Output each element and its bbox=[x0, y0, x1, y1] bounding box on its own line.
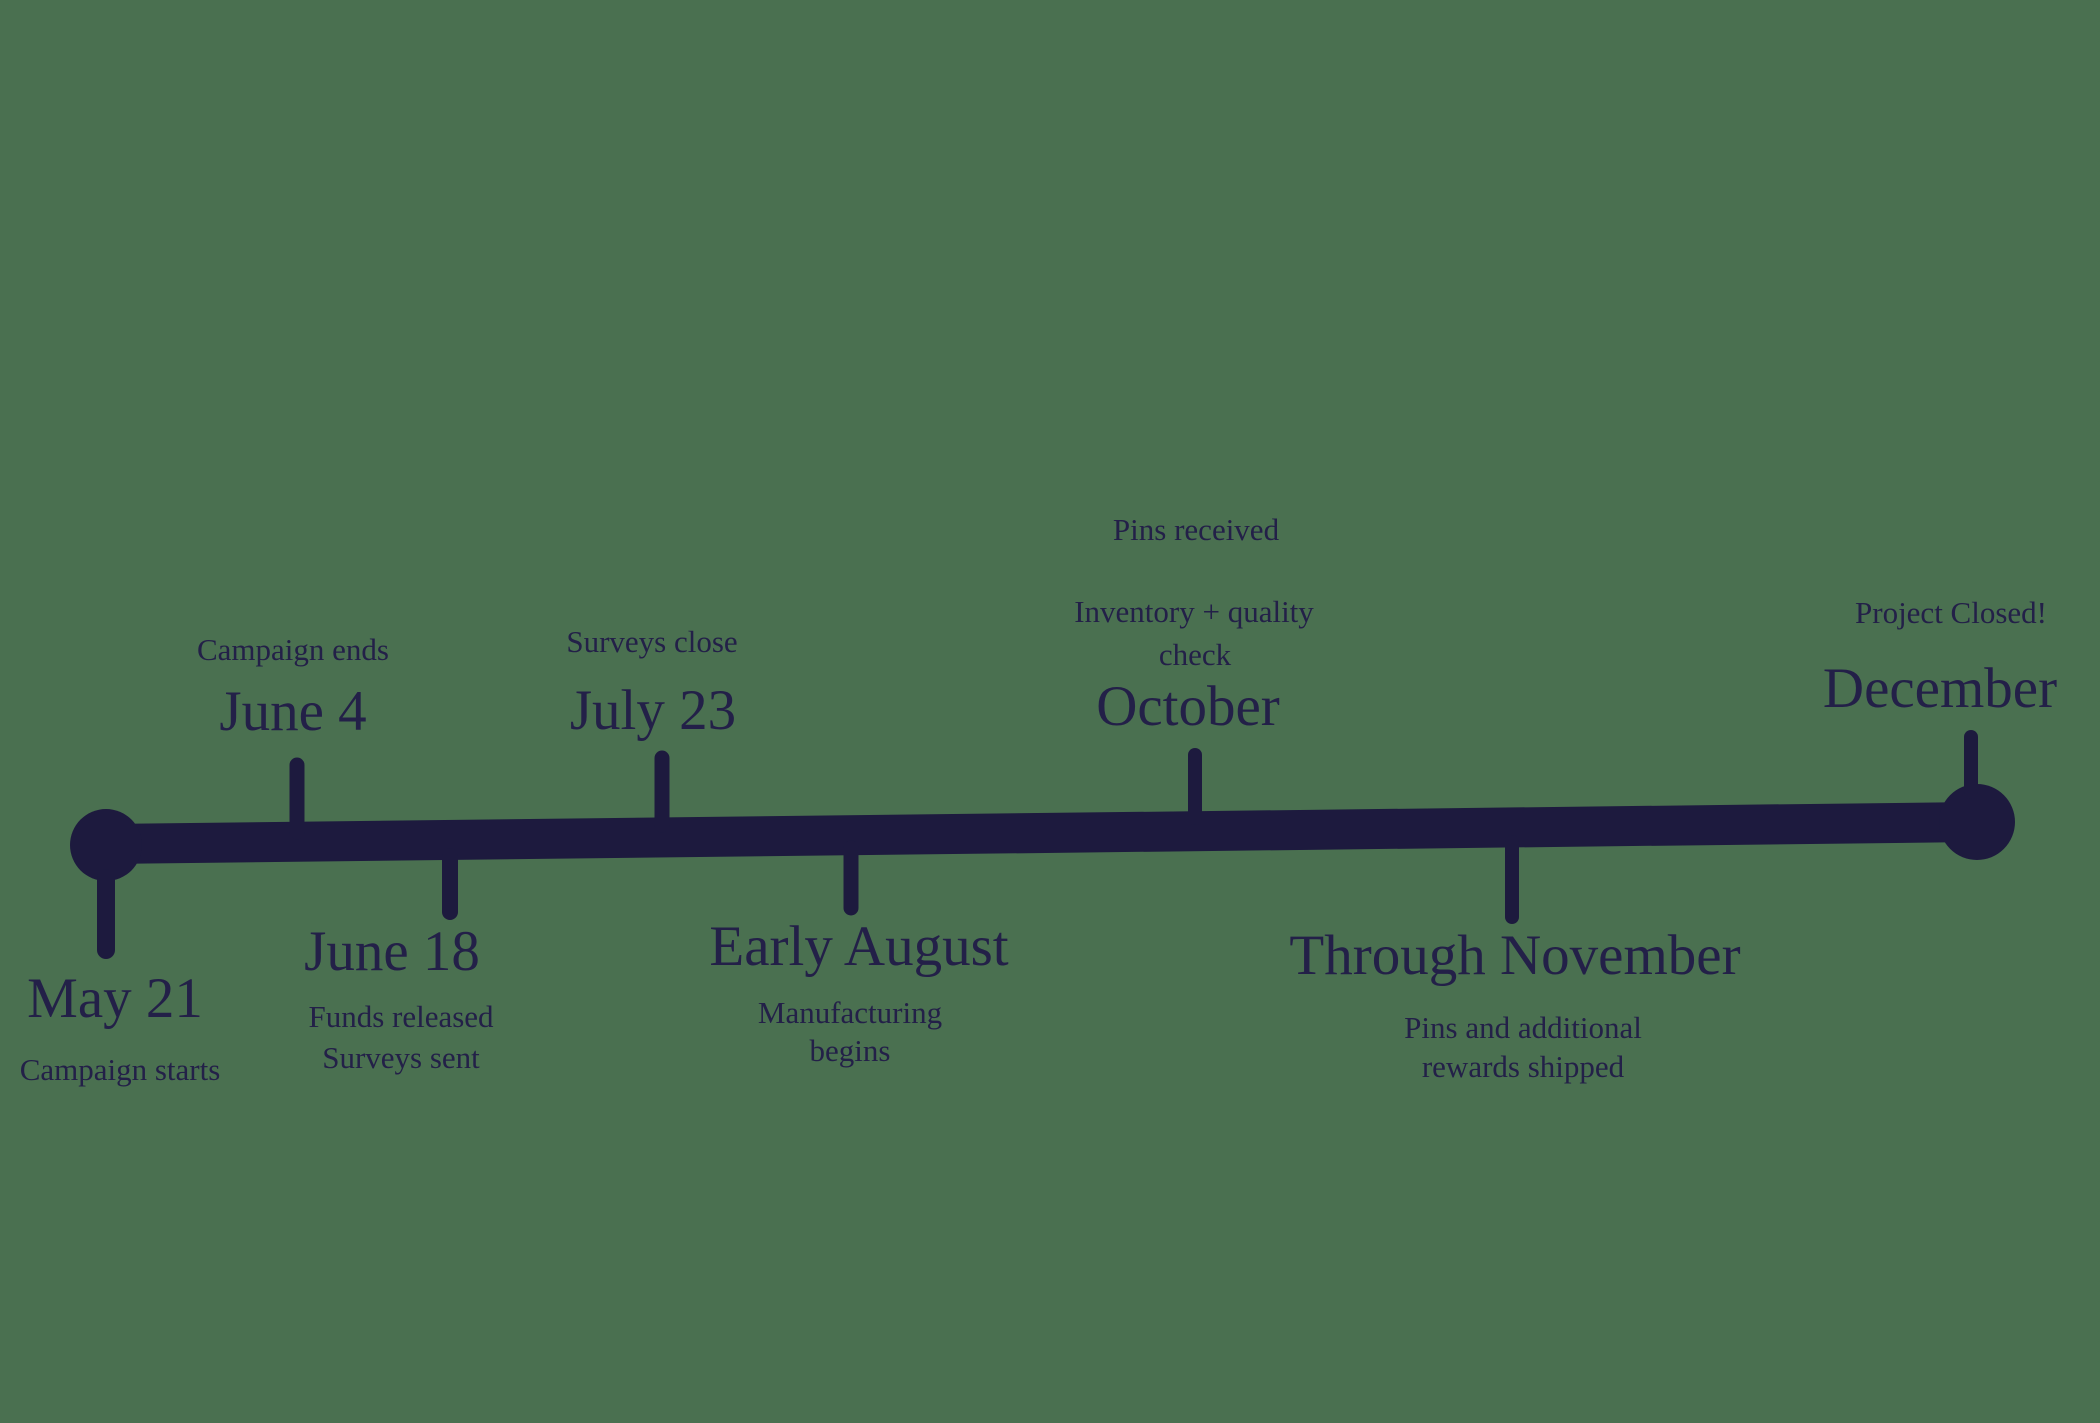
event-june-18-date: June 18 bbox=[304, 920, 480, 983]
event-october-caption-3: check bbox=[1158, 637, 1232, 672]
event-october-caption-1: Pins received bbox=[1112, 512, 1280, 547]
event-june-4-date: June 4 bbox=[219, 680, 367, 743]
event-july-23-date: July 23 bbox=[569, 679, 737, 742]
timeline-end-dot bbox=[1939, 784, 2015, 860]
event-through-november-caption-2: rewards shipped bbox=[1421, 1049, 1625, 1084]
event-december-date: December bbox=[1822, 657, 2058, 720]
event-may-21-caption: Campaign starts bbox=[19, 1052, 221, 1087]
event-through-november-date: Through November bbox=[1289, 924, 1741, 987]
event-early-august-caption-2: begins bbox=[809, 1033, 891, 1068]
event-june-18-caption-2: Surveys sent bbox=[322, 1040, 480, 1075]
event-through-november-caption-1: Pins and additional bbox=[1404, 1010, 1642, 1045]
event-early-august-caption-1: Manufacturing bbox=[757, 995, 943, 1030]
event-june-18-caption-1: Funds released bbox=[308, 999, 494, 1034]
event-june-4-caption: Campaign ends bbox=[197, 632, 389, 667]
event-december-caption: Project Closed! bbox=[1855, 595, 2047, 630]
timeline-bar bbox=[90, 802, 1995, 864]
event-may-21-date: May 21 bbox=[27, 967, 203, 1030]
timeline-start-dot bbox=[70, 809, 142, 881]
event-october-date: October bbox=[1096, 675, 1280, 738]
event-october-caption-2: Inventory + quality bbox=[1074, 594, 1314, 629]
event-early-august-date: Early August bbox=[709, 915, 1009, 978]
event-july-23-caption: Surveys close bbox=[566, 624, 738, 659]
